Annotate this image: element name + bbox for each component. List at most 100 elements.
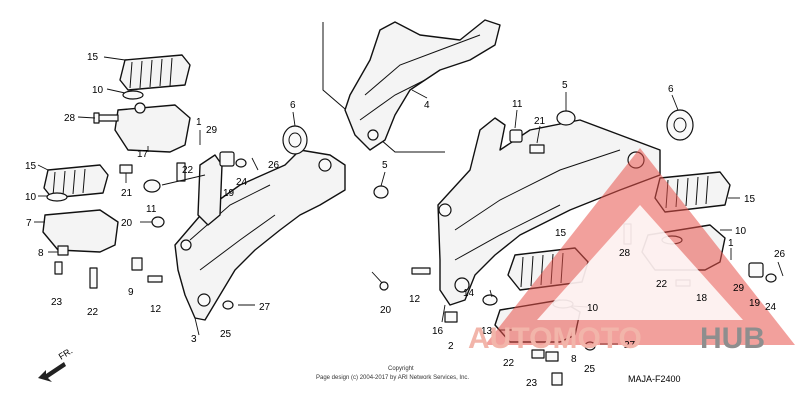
callout-15d: 15	[555, 228, 567, 239]
callout-28a: 28	[64, 113, 76, 124]
callout-12a: 12	[150, 304, 162, 315]
bolt-21b	[529, 144, 545, 154]
step-17	[114, 102, 191, 153]
washer-10a	[122, 90, 144, 100]
bolt-23b	[551, 372, 563, 386]
callout-10d: 10	[587, 303, 599, 314]
nut-16	[444, 311, 458, 323]
callout-23a: 23	[51, 297, 63, 308]
callout-11a: 11	[146, 204, 157, 215]
left-bracket-boss-lower	[197, 293, 211, 307]
callout-29b: 29	[733, 283, 745, 294]
callout-10a: 10	[92, 85, 104, 96]
callout-23b: 23	[526, 378, 538, 389]
step-rubber-15-upper	[119, 54, 191, 91]
left-bracket-ribs	[189, 184, 276, 271]
inset-bracket	[344, 19, 501, 151]
left-bracket-boss-mid	[180, 239, 192, 251]
callout-22d: 22	[503, 358, 515, 369]
callout-7: 7	[26, 218, 32, 229]
callout-15a: 15	[87, 52, 99, 63]
callout-12b: 12	[409, 294, 421, 305]
bolt-23a	[54, 261, 63, 275]
left-bracket-arm	[197, 154, 223, 226]
callout-10b: 10	[25, 192, 37, 203]
washer-10b	[46, 192, 68, 202]
callout-28b: 28	[619, 248, 631, 259]
callout-22b: 22	[87, 307, 99, 318]
nut-11a	[143, 179, 161, 193]
diagram-code: MAJA-F2400	[628, 374, 681, 384]
callout-14: 14	[463, 288, 475, 299]
callout-26b: 26	[774, 249, 786, 260]
bolt-20b	[371, 271, 389, 291]
bolt-22a	[89, 267, 98, 289]
bolt-22d	[531, 349, 545, 359]
right-bracket-boss-lower	[454, 277, 470, 293]
callout-10c: 10	[735, 226, 747, 237]
callout-6a: 6	[290, 100, 296, 111]
callout-19b: 19	[749, 298, 761, 309]
plate-19b	[748, 262, 764, 278]
cap-24a	[235, 158, 247, 168]
inset-boss	[367, 129, 379, 141]
callout-2: 2	[448, 341, 454, 352]
callout-25b: 25	[584, 364, 596, 375]
bolt-12b	[411, 267, 431, 275]
clip-9	[131, 257, 143, 271]
right-bracket-ribs	[454, 149, 621, 261]
callout-9: 9	[128, 287, 134, 298]
cap-24b	[765, 273, 777, 283]
nut-11b	[509, 129, 523, 143]
callout-21b: 21	[534, 116, 546, 127]
callout-18: 18	[696, 293, 708, 304]
step-rubber-15-middle	[43, 164, 109, 199]
callout-16: 16	[432, 326, 444, 337]
spring-26a	[251, 157, 259, 171]
callout-19a: 19	[223, 188, 235, 199]
callout-22a: 22	[182, 165, 194, 176]
plate-19a	[219, 151, 235, 167]
spring-14	[482, 294, 498, 306]
washer-25a	[222, 300, 234, 310]
step-7	[42, 209, 119, 253]
callout-29a: 29	[206, 125, 218, 136]
nut-8b	[545, 351, 559, 362]
callout-21a: 21	[121, 188, 133, 199]
left-bracket-boss-upper	[318, 158, 332, 172]
callout-1a: 1	[196, 117, 202, 128]
watermark-logo	[485, 148, 795, 345]
bolt-20a	[151, 216, 165, 228]
callout-24a: 24	[236, 177, 248, 188]
front-indicator-label: FR.	[57, 346, 75, 362]
watermark-brand-auto: AUTOMOTO	[468, 322, 642, 355]
collar-5b	[556, 110, 576, 126]
spring-26b	[777, 261, 784, 277]
callout-27a: 27	[259, 302, 271, 313]
callout-20b: 20	[380, 305, 392, 316]
nut-8a	[57, 245, 69, 256]
front-direction-arrow	[38, 362, 66, 382]
callout-5a: 5	[382, 160, 388, 171]
bolt-12a	[147, 275, 163, 283]
callout-11b: 11	[512, 99, 523, 110]
bushing-6b	[666, 109, 694, 141]
watermark-brand-hub: HUB	[700, 322, 765, 355]
copyright-text: Page design (c) 2004-2017 by ARI Network…	[316, 375, 469, 381]
bolt-28a	[93, 112, 119, 124]
callout-22c: 22	[656, 279, 668, 290]
copyright-title: Copyright	[388, 366, 414, 372]
collar-5a	[373, 185, 389, 199]
callout-15c: 15	[744, 194, 756, 205]
callout-26a: 26	[268, 160, 280, 171]
callout-15b: 15	[25, 161, 37, 172]
callout-8a: 8	[38, 248, 44, 259]
callout-4: 4	[424, 100, 430, 111]
callout-3: 3	[191, 334, 197, 345]
inset-bracket-ribs	[359, 34, 481, 121]
callout-13: 13	[481, 326, 493, 337]
callout-20a: 20	[121, 218, 133, 229]
callout-17: 17	[137, 149, 149, 160]
